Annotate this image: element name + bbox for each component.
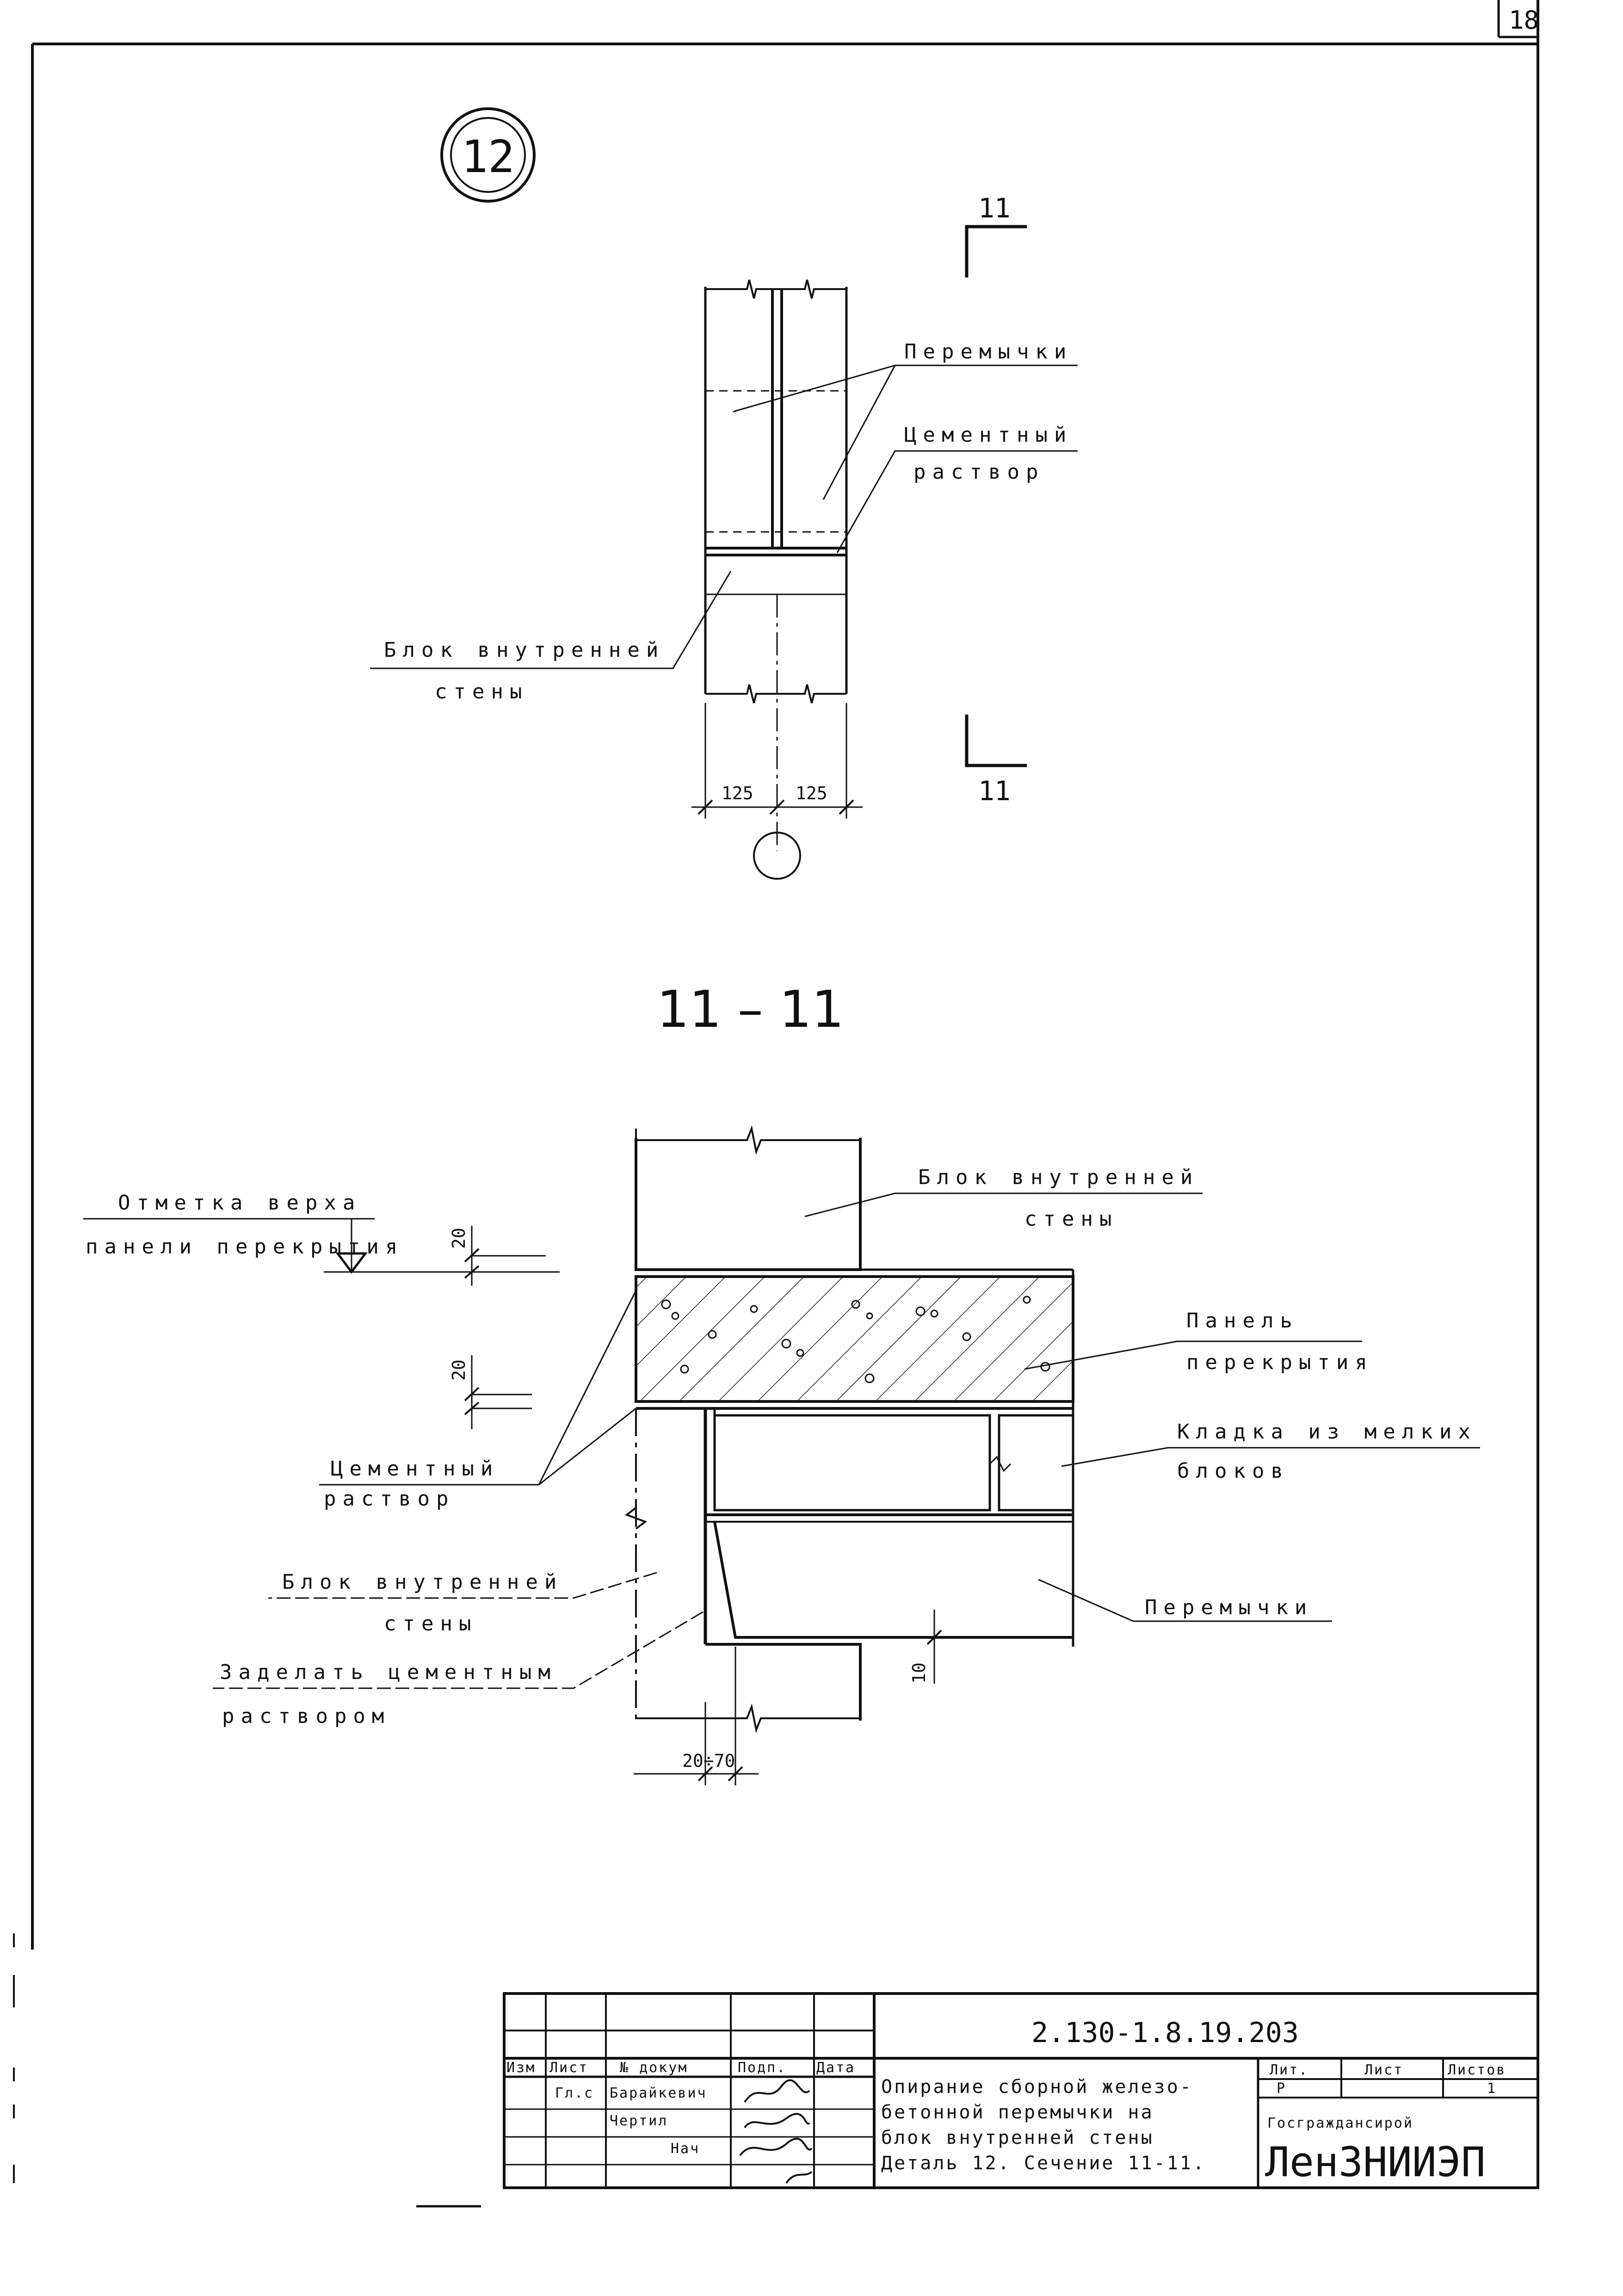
label-lintels: Перемычки (904, 340, 1073, 364)
col-header-list: Лист (549, 2060, 588, 2076)
level-mark-icon (335, 1252, 368, 1274)
label-lower-wall-1: Блок внутренней (282, 1570, 563, 1594)
upper-wall-block (635, 1138, 862, 1271)
label-mortar-left-1: Цементный (331, 1457, 499, 1481)
page-frame (31, 0, 1539, 2188)
floor-slab (635, 1275, 1074, 1403)
section-11-11: 20÷70 10 20 20 Отметка верха панели пере… (83, 1125, 1480, 1785)
signature-scribble-3 (739, 2137, 813, 2156)
sheets-value: 1 (1487, 2080, 1497, 2097)
sheet-header: Лист (1364, 2062, 1403, 2078)
masonry-block-2 (998, 1414, 1074, 1512)
label-upper-wall-2: стены (1024, 1207, 1118, 1231)
label-seal-1: Заделать цементным (220, 1660, 557, 1684)
dim-20-top: 20 (449, 1228, 469, 1249)
section-mark-bottom (965, 715, 1027, 767)
label-wall-block-1: Блок внутренней (384, 638, 665, 662)
detail-marker-number: 12 (461, 131, 515, 183)
break-line-top (705, 279, 846, 299)
col-header-doc: № докум (620, 2060, 688, 2076)
signature-name-1: Барайкевич (610, 2085, 707, 2101)
label-upper-wall-1: Блок внутренней (918, 1166, 1199, 1189)
col-header-date: Дата (816, 2060, 855, 2076)
label-mortar-2: раствор (913, 460, 1044, 484)
label-mortar-left-2: раствор (324, 1487, 455, 1511)
org-line-1: Госграждансирой (1267, 2115, 1413, 2131)
label-slab-1: Панель (1186, 1309, 1299, 1333)
label-lintels-section: Перемычки (1145, 1596, 1313, 1619)
detail-12: 12 Перемычки Цементный раствор Блок внут… (370, 107, 1078, 880)
dim-20-mid: 20 (449, 1359, 469, 1381)
section-mark-top-number: 11 (978, 192, 1011, 224)
label-top-mark-1: Отметка верха (118, 1191, 361, 1215)
doc-code: 2.130-1.8.19.203 (1031, 2017, 1299, 2049)
description-line-3: блок внутренней стены (881, 2127, 1154, 2148)
signature-role-1: Гл.с (555, 2085, 594, 2101)
sheets-header: Листов (1448, 2062, 1506, 2078)
label-seal-2: раствором (222, 1704, 390, 1728)
section-mark-top (965, 225, 1027, 278)
signature-scribble-1 (744, 2079, 810, 2103)
label-masonry-2: блоков (1177, 1459, 1290, 1483)
label-top-mark-2: панели перекрытия (86, 1235, 404, 1259)
title-block (416, 1992, 1539, 2208)
dim-10: 10 (909, 1662, 929, 1684)
description-line-4: Деталь 12. Сечение 11-11. (881, 2153, 1206, 2174)
dim-125-left: 125 (722, 783, 753, 803)
label-wall-block-2: стены (435, 680, 528, 704)
detail-marker: 12 (440, 107, 536, 203)
description-line-2: бетонной перемычки на (881, 2102, 1154, 2123)
label-mortar-1: Цементный (904, 423, 1073, 447)
dim-20-70: 20÷70 (682, 1751, 735, 1771)
dim-125-right: 125 (796, 783, 827, 803)
signature-scribble-4 (785, 2171, 813, 2184)
label-masonry-1: Кладка из мелких (1177, 1420, 1477, 1444)
org-line-2: ЛенЗНИИЭП (1265, 2138, 1486, 2186)
break-line-bottom (705, 684, 846, 704)
section-title: 11 – 11 (657, 980, 844, 1039)
signature-role-3: Нач (671, 2141, 700, 2157)
masonry-block-1 (713, 1414, 991, 1512)
lintel-profile (713, 1521, 1073, 1639)
signature-scribble-2 (744, 2113, 810, 2129)
signature-role-2: Чертил (610, 2113, 668, 2129)
col-header-izm: Изм (506, 2060, 536, 2076)
description-line-1: Опирание сборной железо- (881, 2076, 1193, 2098)
col-header-sign: Подп. (738, 2060, 786, 2076)
label-lower-wall-2: стены (384, 1612, 477, 1636)
page-number: 18 (1509, 6, 1539, 35)
axis-bubble (753, 832, 801, 880)
label-slab-2: перекрытия (1186, 1351, 1374, 1374)
lit-header: Лит. (1270, 2062, 1308, 2078)
section-mark-bottom-number: 11 (978, 775, 1011, 807)
lit-value: Р (1277, 2080, 1286, 2097)
